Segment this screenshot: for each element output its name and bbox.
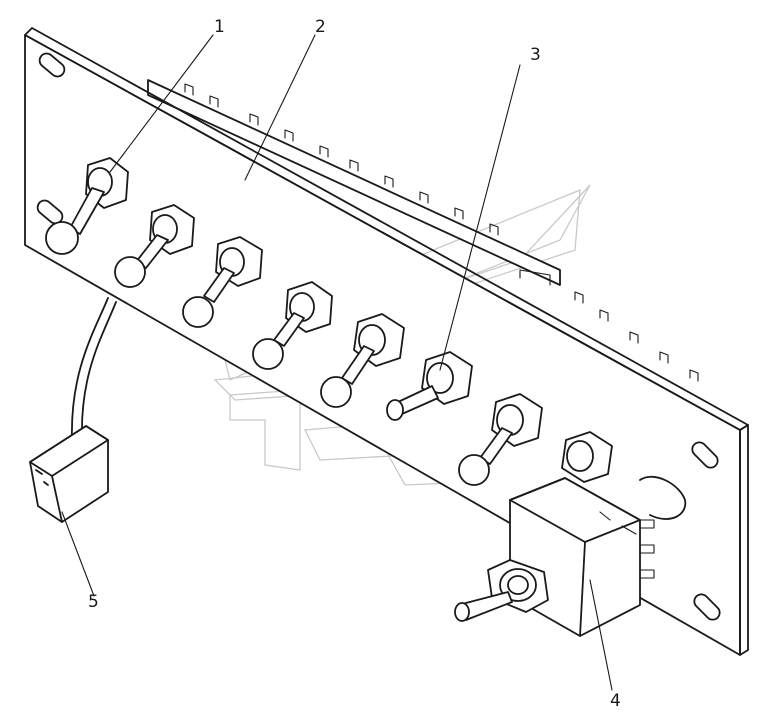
mounting-slot-icon (38, 52, 66, 78)
toggle-switch-row (45, 157, 613, 486)
rotary-switch-block (454, 475, 687, 637)
toggle-switch (182, 236, 263, 328)
callout-5: 5 (88, 592, 99, 612)
callout-labels: 1 2 3 4 5 (88, 17, 621, 711)
toggle-switch (458, 393, 543, 486)
mounting-slot-icon (693, 593, 721, 621)
leader-lines (61, 34, 613, 691)
cable-connector (29, 297, 117, 523)
callout-1: 1 (214, 17, 225, 37)
callout-3: 3 (530, 45, 541, 65)
toggle-switch (320, 313, 405, 408)
terminal-strip (147, 79, 699, 382)
toggle-switch (114, 204, 195, 288)
callout-2: 2 (315, 17, 326, 37)
callout-4: 4 (610, 691, 621, 711)
toggle-switch (386, 351, 473, 421)
mounting-slot-icon (691, 441, 719, 469)
toggle-switch (45, 157, 129, 255)
toggle-switch (561, 431, 613, 483)
toggle-switch (252, 281, 333, 370)
mounting-slot-icon (36, 199, 64, 225)
